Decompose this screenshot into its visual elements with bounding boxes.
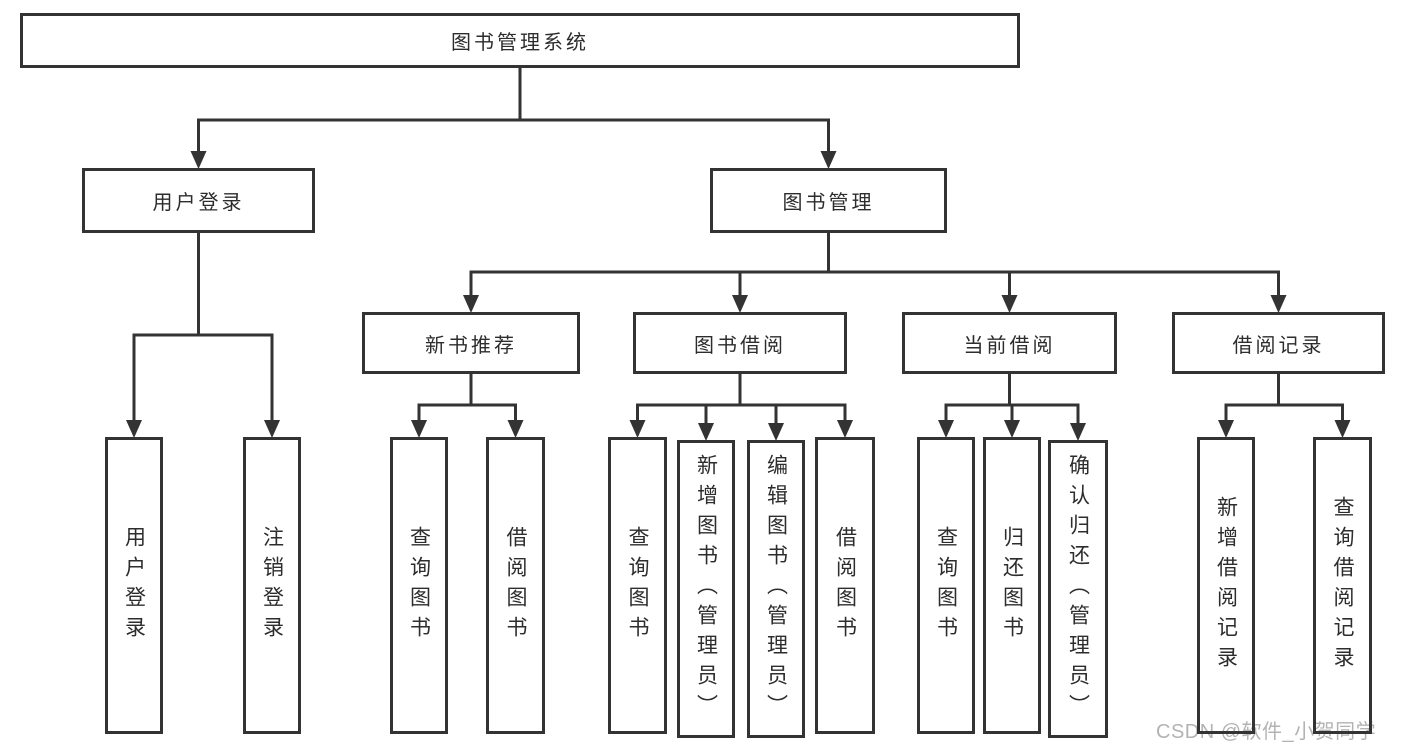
connector-arrow-current_borrow xyxy=(1001,295,1018,313)
node-book_borrow: 图书借阅 xyxy=(633,312,847,374)
watermark: CSDN @软件_小贺同学 xyxy=(1156,721,1377,743)
node-br_add: 新增借阅记录 xyxy=(1197,437,1255,734)
node-bb_query: 查询图书 xyxy=(608,437,667,734)
connector-arrow-nbr_query xyxy=(411,420,427,438)
node-ul_login: 用户登录 xyxy=(105,437,163,734)
node-new_book_rec: 新书推荐 xyxy=(362,312,580,374)
node-current_borrow: 当前借阅 xyxy=(902,312,1117,374)
node-nbr_borrow: 借阅图书 xyxy=(486,437,545,734)
node-cb_query: 查询图书 xyxy=(917,437,975,734)
connector-arrow-ul_logout xyxy=(264,420,280,438)
connector-arrow-new_book_rec xyxy=(463,295,479,313)
connector-arrow-nbr_borrow xyxy=(507,420,524,438)
connector-arrow-cb_confirm xyxy=(1070,423,1086,441)
connector-arrow-bb_add xyxy=(698,423,714,441)
node-ul_logout: 注销登录 xyxy=(243,437,301,734)
connector-arrow-book_mgmt xyxy=(820,151,837,169)
node-br_query: 查询借阅记录 xyxy=(1313,437,1372,734)
connector-arrow-borrow_record xyxy=(1270,295,1287,313)
connector-arrow-bb_query xyxy=(629,420,646,438)
node-bb_edit: 编辑图书（管理员） xyxy=(747,440,805,738)
connector-arrow-cb_return xyxy=(1004,420,1020,438)
node-bb_borrow: 借阅图书 xyxy=(815,437,875,734)
connector-arrow-br_query xyxy=(1334,420,1351,438)
node-book_mgmt: 图书管理 xyxy=(710,168,947,233)
node-user_login: 用户登录 xyxy=(82,168,315,233)
connector-arrow-bb_edit xyxy=(768,423,784,441)
node-cb_confirm: 确认归还（管理员） xyxy=(1048,440,1108,738)
connector-arrow-bb_borrow xyxy=(837,420,853,438)
node-nbr_query: 查询图书 xyxy=(390,437,448,734)
node-bb_add: 新增图书（管理员） xyxy=(677,440,735,738)
node-root: 图书管理系统 xyxy=(20,13,1020,68)
connector-arrow-cb_query xyxy=(938,420,954,438)
connector-arrow-user_login xyxy=(190,151,207,169)
connector-arrow-br_add xyxy=(1218,420,1234,438)
connector-arrow-book_borrow xyxy=(732,295,748,313)
node-cb_return: 归还图书 xyxy=(983,437,1041,734)
connector-arrow-ul_login xyxy=(126,420,142,438)
node-borrow_record: 借阅记录 xyxy=(1172,312,1385,374)
